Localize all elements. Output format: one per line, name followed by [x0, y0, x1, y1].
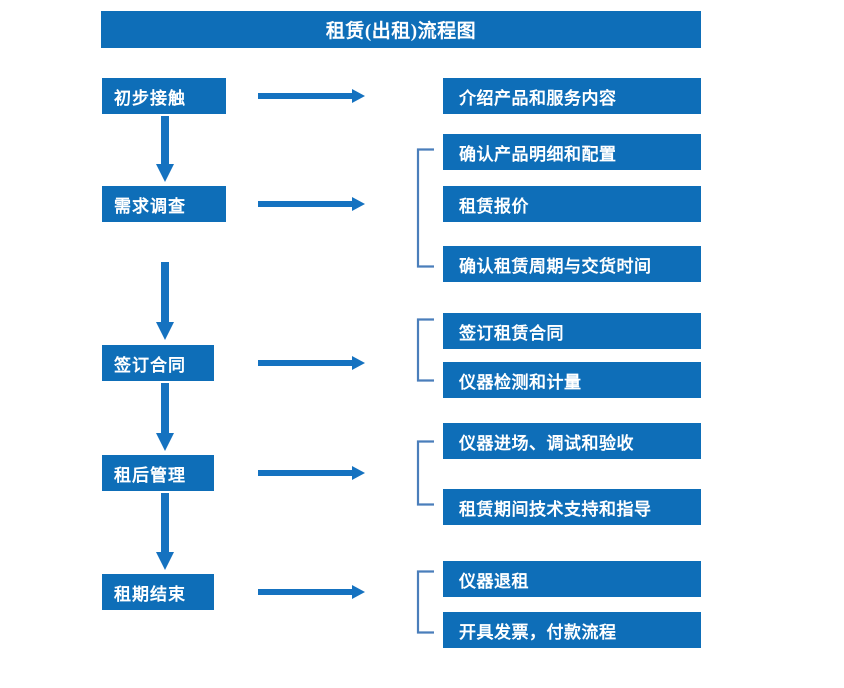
page-title: 租赁(出租)流程图 [325, 21, 477, 42]
detail-box-instrument-delivery[interactable]: 仪器进场、调试和验收 [443, 423, 701, 459]
detail-label: 租赁报价 [459, 196, 529, 216]
detail-box-instrument-return[interactable]: 仪器退租 [443, 561, 701, 597]
bracket-demand-survey-group [416, 148, 436, 268]
vertical-arrow-survey-to-contract [154, 262, 176, 342]
detail-label: 介绍产品和服务内容 [459, 88, 617, 108]
stage-box-demand-survey[interactable]: 需求调查 [102, 186, 226, 222]
detail-label: 签订租赁合同 [459, 323, 564, 343]
detail-label: 确认租赁周期与交货时间 [459, 256, 652, 276]
detail-box-confirm-rental-period[interactable]: 确认租赁周期与交货时间 [443, 246, 701, 282]
vertical-arrow-contact-to-survey [154, 116, 176, 184]
detail-box-technical-support[interactable]: 租赁期间技术支持和指导 [443, 489, 701, 525]
stage-label: 租期结束 [114, 584, 186, 604]
bracket-post-rental-group [416, 440, 436, 506]
detail-box-sign-rental-contract[interactable]: 签订租赁合同 [443, 313, 701, 349]
stage-box-rental-end[interactable]: 租期结束 [102, 574, 214, 610]
horizontal-arrow-rental-end [258, 582, 366, 602]
detail-label: 租赁期间技术支持和指导 [459, 499, 652, 519]
detail-label: 确认产品明细和配置 [459, 144, 617, 164]
detail-box-instrument-inspection[interactable]: 仪器检测和计量 [443, 362, 701, 398]
bracket-rental-end-group [416, 570, 436, 634]
detail-box-confirm-product-details[interactable]: 确认产品明细和配置 [443, 134, 701, 170]
stage-box-sign-contract[interactable]: 签订合同 [102, 345, 214, 381]
stage-label: 租后管理 [114, 465, 186, 485]
vertical-arrow-contract-to-management [154, 383, 176, 453]
detail-label: 开具发票，付款流程 [459, 622, 617, 642]
chart-title-bar: 租赁(出租)流程图 [101, 11, 701, 48]
horizontal-arrow-demand-survey [258, 194, 366, 214]
vertical-arrow-management-to-end [154, 493, 176, 572]
stage-label: 需求调查 [114, 196, 186, 216]
horizontal-arrow-initial-contact [258, 86, 366, 106]
stage-box-initial-contact[interactable]: 初步接触 [102, 78, 226, 114]
horizontal-arrow-sign-contract [258, 353, 366, 373]
stage-label: 签订合同 [114, 355, 186, 375]
stage-label: 初步接触 [114, 88, 186, 108]
bracket-sign-contract-group [416, 318, 436, 382]
detail-label: 仪器进场、调试和验收 [459, 433, 634, 453]
horizontal-arrow-post-rental-management [258, 463, 366, 483]
detail-box-invoice-payment[interactable]: 开具发票，付款流程 [443, 612, 701, 648]
detail-box-introduce-products[interactable]: 介绍产品和服务内容 [443, 78, 701, 114]
stage-box-post-rental-management[interactable]: 租后管理 [102, 455, 214, 491]
detail-label: 仪器退租 [459, 571, 529, 591]
detail-box-rental-quotation[interactable]: 租赁报价 [443, 186, 701, 222]
detail-label: 仪器检测和计量 [459, 372, 582, 392]
